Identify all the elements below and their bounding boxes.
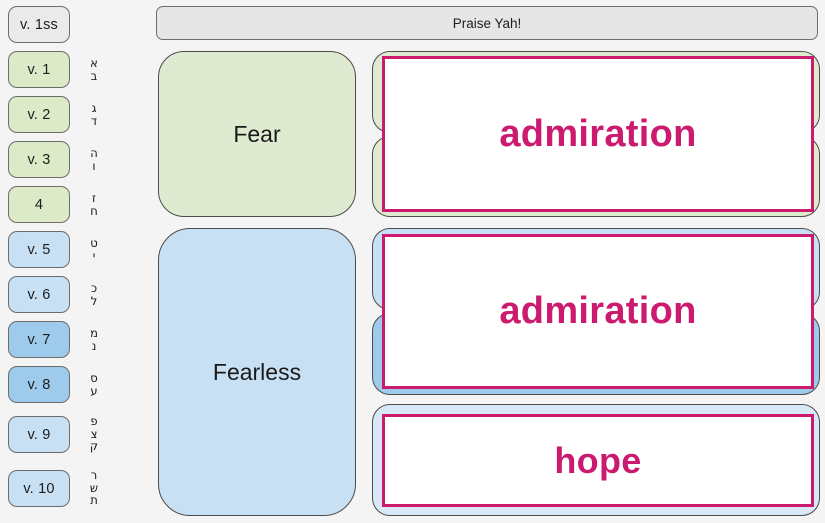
verse-chip-v7[interactable]: v. 7 bbox=[8, 321, 70, 358]
hebrew-letters-v9: פ צ ק bbox=[79, 410, 109, 458]
hebrew-letters-v6: כ ל bbox=[79, 276, 109, 313]
hebrew-letter: ז bbox=[92, 191, 96, 206]
hebrew-letter: כ bbox=[90, 281, 98, 296]
category-label: Fear bbox=[233, 120, 281, 147]
hebrew-letters-v7: מ נ bbox=[79, 321, 109, 358]
hebrew-letter: ד bbox=[90, 113, 98, 128]
hebrew-letters-v4: ז ח bbox=[79, 186, 109, 223]
hebrew-letters-v8: ס ע bbox=[79, 366, 109, 403]
hebrew-letter: ת bbox=[90, 493, 98, 508]
category-panel-fear[interactable]: Fear bbox=[158, 51, 356, 217]
emotion-label: admiration bbox=[499, 112, 697, 155]
verse-chip-label: v. 7 bbox=[27, 331, 51, 348]
hebrew-letter: ב bbox=[90, 68, 98, 83]
hebrew-letter: ק bbox=[89, 439, 99, 454]
hebrew-letter: צ bbox=[90, 426, 98, 441]
emotion-card-admiration-fearless[interactable]: admiration bbox=[382, 234, 814, 389]
verse-chip-label: v. 9 bbox=[27, 426, 51, 443]
verse-rail: v. 1ss v. 1 א ב v. 2 ג ד v. 3 ה ו 4 ז ח … bbox=[0, 0, 118, 523]
emotion-label: admiration bbox=[499, 290, 697, 332]
emotion-label: hope bbox=[554, 439, 642, 481]
hebrew-letter: ה bbox=[90, 146, 98, 161]
category-label: Fearless bbox=[212, 358, 302, 385]
verse-chip-label: v. 1ss bbox=[20, 16, 58, 33]
hebrew-letter: ו bbox=[92, 158, 96, 173]
verse-chip-label: v. 6 bbox=[27, 286, 51, 303]
verse-chip-v5[interactable]: v. 5 bbox=[8, 231, 70, 268]
verse-chip-v8[interactable]: v. 8 bbox=[8, 366, 70, 403]
category-panel-fearless[interactable]: Fearless bbox=[158, 228, 356, 516]
diagram-board: Praise Yah! Fear Fearless admiration adm… bbox=[150, 0, 825, 523]
verse-chip-label: 4 bbox=[34, 196, 44, 213]
hebrew-letters-v5: ט י bbox=[79, 231, 109, 268]
hebrew-letter: ס bbox=[90, 371, 98, 386]
verse-chip-v10[interactable]: v. 10 bbox=[8, 470, 70, 507]
verse-chip-label: v. 10 bbox=[23, 480, 55, 497]
hebrew-letter: ג bbox=[91, 101, 97, 116]
hebrew-letters-v1: א ב bbox=[79, 51, 109, 88]
board-title-bar[interactable]: Praise Yah! bbox=[156, 6, 818, 40]
hebrew-letters-v2: ג ד bbox=[79, 96, 109, 133]
verse-chip-v4[interactable]: 4 bbox=[8, 186, 70, 223]
hebrew-letter: פ bbox=[90, 414, 98, 429]
hebrew-letters-v10: ר ש ת bbox=[79, 464, 109, 512]
verse-chip-v2[interactable]: v. 2 bbox=[8, 96, 70, 133]
hebrew-letter: ע bbox=[90, 383, 98, 398]
verse-chip-label: v. 5 bbox=[27, 241, 51, 258]
emotion-card-hope[interactable]: hope bbox=[382, 414, 814, 507]
verse-chip-v1[interactable]: v. 1 bbox=[8, 51, 70, 88]
verse-chip-v6[interactable]: v. 6 bbox=[8, 276, 70, 313]
verse-chip-v9[interactable]: v. 9 bbox=[8, 416, 70, 453]
hebrew-letters-v3: ה ו bbox=[79, 141, 109, 178]
verse-chip-label: v. 2 bbox=[27, 106, 51, 123]
hebrew-letter: ח bbox=[90, 203, 98, 218]
page-title: Praise Yah! bbox=[452, 15, 522, 31]
verse-chip-label: v. 8 bbox=[27, 376, 51, 393]
verse-chip-1ss[interactable]: v. 1ss bbox=[8, 6, 70, 43]
hebrew-letter: מ bbox=[90, 326, 98, 341]
verse-chip-v3[interactable]: v. 3 bbox=[8, 141, 70, 178]
verse-chip-label: v. 3 bbox=[27, 151, 51, 168]
hebrew-letter: ל bbox=[90, 293, 98, 308]
hebrew-letter: ט bbox=[90, 236, 98, 251]
hebrew-letter: י bbox=[92, 248, 96, 263]
verse-chip-label: v. 1 bbox=[27, 61, 51, 78]
hebrew-letter: נ bbox=[91, 338, 97, 353]
emotion-card-admiration-fear[interactable]: admiration bbox=[382, 56, 814, 212]
hebrew-letter: ר bbox=[90, 468, 98, 483]
hebrew-letter: ש bbox=[89, 480, 99, 495]
hebrew-letter: א bbox=[90, 56, 98, 71]
